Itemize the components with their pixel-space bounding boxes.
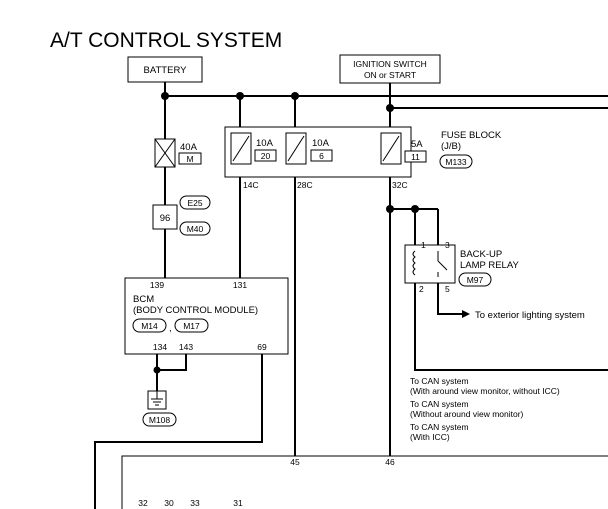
fuse-block-connector	[439, 154, 473, 169]
fuse-3-num-box	[404, 150, 427, 163]
terminal-28c: 28C	[297, 180, 313, 190]
terminal-14c: 14C	[243, 180, 259, 190]
tcm-pin-31: 31	[233, 498, 243, 508]
can-note-2: To CAN system	[410, 399, 469, 409]
relay-output-wire	[437, 283, 462, 315]
ground-connector	[142, 412, 177, 427]
fuse-slash	[232, 135, 250, 162]
bcm-connector-m17	[174, 318, 209, 333]
arrow-right-icon	[462, 310, 470, 318]
ignition-label-2: ON or START	[364, 70, 416, 80]
bcm-title: BCM	[133, 294, 154, 305]
relay-box	[404, 244, 456, 284]
fuse-1-num-box	[254, 149, 277, 162]
battery-label: BATTERY	[144, 65, 188, 76]
fuse-2-num-box	[310, 149, 333, 162]
bcm-connector-m17-label: M17	[183, 321, 200, 331]
can-note-3: To CAN system	[410, 422, 469, 432]
relay-pin-2: 2	[419, 284, 424, 294]
bcm-box	[124, 277, 289, 355]
joint-connector-e25-label: E25	[187, 198, 202, 208]
battery-box	[127, 56, 203, 83]
relay-pin-3: 3	[445, 240, 450, 250]
fuse-block-jb: (J/B)	[441, 141, 461, 152]
joint-connector-e25	[179, 195, 211, 210]
tcm-pin-33: 33	[190, 498, 200, 508]
relay-connector-label: M97	[467, 275, 484, 285]
tcm-pin-46: 46	[385, 457, 395, 467]
ignition-switch-box	[339, 54, 441, 84]
can-note-1: To CAN system	[410, 376, 469, 386]
bcm-connector-m14-label: M14	[141, 321, 158, 331]
bcm-pin-143: 143	[179, 342, 193, 352]
tcm-pin-32: 32	[138, 498, 148, 508]
bcm-ground-link	[156, 354, 187, 371]
can-note-1-detail: (With around view monitor, without ICC)	[410, 386, 560, 396]
fuse-3-num: 11	[411, 152, 420, 162]
bcm-connector-m14	[132, 318, 167, 333]
relay-label-1: BACK-UP	[460, 249, 502, 260]
fuse-1-amps: 10A	[256, 138, 274, 149]
main-fuse-amps: 40A	[180, 142, 198, 153]
page-title: A/T CONTROL SYSTEM	[50, 29, 282, 52]
fuse-block-connector-label: M133	[445, 157, 467, 167]
relay-pin2-wire	[414, 283, 608, 371]
fuse-2-amps: 10A	[312, 138, 330, 149]
fuse-2-num: 6	[319, 151, 324, 161]
ignition-label-1: IGNITION SWITCH	[353, 59, 427, 69]
bcm-pin-139: 139	[150, 280, 164, 290]
relay-label-2: LAMP RELAY	[460, 260, 519, 271]
bcm-pin-69: 69	[257, 342, 267, 352]
relay-pin-5: 5	[445, 284, 450, 294]
bcm-pin-131: 131	[233, 280, 247, 290]
can-note-3-detail: (With ICC)	[410, 432, 450, 442]
junction-dot	[153, 366, 161, 374]
tcm-box	[121, 455, 608, 509]
can-note-2-detail: (Without around view monitor)	[410, 409, 524, 419]
joint-connector-num: 96	[160, 213, 171, 224]
bcm-subtitle: (BODY CONTROL MODULE)	[133, 305, 258, 316]
relay-switch-icon	[437, 260, 448, 271]
relay-pin-1: 1	[421, 240, 426, 250]
joint-connector-m40-label: M40	[187, 224, 204, 234]
relay-output-label: To exterior lighting system	[475, 310, 585, 321]
wire-bcm-69-to-tcm	[94, 354, 263, 509]
tcm-pin-45: 45	[290, 457, 300, 467]
relay-connector	[458, 272, 492, 287]
fuse-3-amps: 5A	[411, 139, 423, 150]
main-fuse-code: M	[186, 154, 193, 164]
relay-coil-icon	[412, 250, 416, 276]
fuse-block-label: FUSE BLOCK	[441, 130, 502, 141]
ground-connector-label: M108	[149, 415, 171, 425]
main-fuse-code-box	[178, 152, 202, 165]
fuse-1-num: 20	[261, 151, 271, 161]
junction-dot	[386, 104, 394, 112]
joint-connector-m40	[179, 221, 211, 236]
terminal-32c: 32C	[392, 180, 408, 190]
fuse-slash	[287, 135, 305, 162]
tcm-pin-30: 30	[164, 498, 174, 508]
main-fuse-cross	[154, 138, 176, 168]
fuse-slash	[382, 135, 400, 162]
bcm-pin-134: 134	[153, 342, 167, 352]
bcm-connector-sep: ,	[169, 323, 172, 334]
